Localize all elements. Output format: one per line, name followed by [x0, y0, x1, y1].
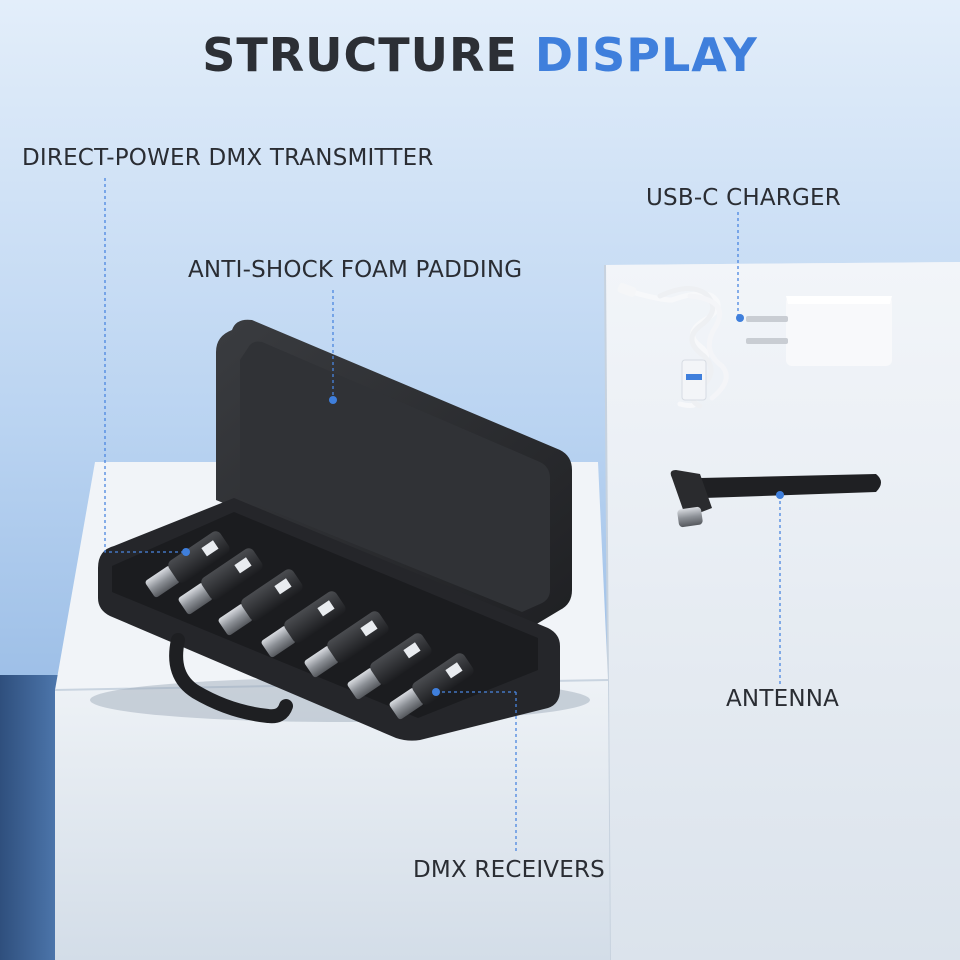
usb-c-cable — [617, 283, 729, 409]
dot-charger — [736, 314, 744, 322]
receiver-unit — [178, 548, 263, 615]
callout-transmitter — [104, 178, 186, 553]
low-block-front — [55, 680, 610, 960]
dot-receivers — [432, 688, 440, 696]
foam-padding — [240, 341, 550, 612]
receiver-unit — [218, 569, 303, 636]
page-title: STRUCTURE DISPLAY — [0, 28, 960, 82]
receiver-unit — [304, 611, 389, 678]
label-transmitter: DIRECT-POWER DMX TRANSMITTER — [22, 145, 434, 171]
callout-dots — [182, 314, 784, 696]
label-receivers: DMX RECEIVERS — [413, 857, 605, 883]
receiver-unit — [389, 653, 474, 720]
label-foam: ANTI-SHOCK FOAM PADDING — [188, 257, 523, 283]
dot-transmitter — [182, 548, 190, 556]
tall-block-front — [605, 262, 960, 960]
antenna-device — [670, 470, 881, 528]
receiver-unit — [347, 633, 432, 700]
title-part2: DISPLAY — [534, 28, 758, 82]
left-wall — [0, 675, 60, 960]
dot-antenna — [776, 491, 784, 499]
label-antenna: ANTENNA — [726, 686, 840, 712]
receiver-unit — [145, 531, 230, 598]
title-part1: STRUCTURE — [202, 28, 518, 82]
receiver-unit — [261, 591, 346, 658]
label-charger: USB-C CHARGER — [646, 185, 841, 211]
case-handle — [169, 633, 293, 724]
dmx-receivers — [145, 531, 474, 720]
dot-foam — [329, 396, 337, 404]
charger-brick — [746, 296, 892, 366]
